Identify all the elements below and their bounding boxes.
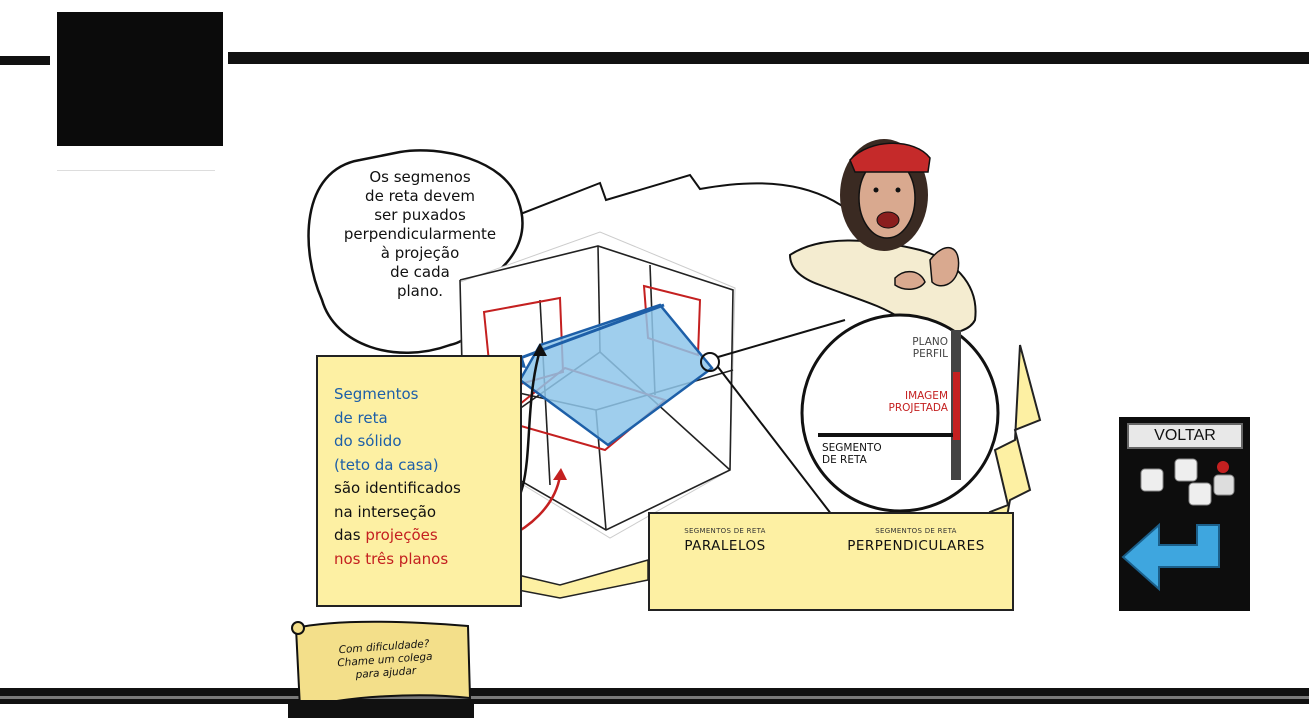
bubble-connector — [499, 173, 849, 223]
top-rule-right — [228, 52, 1309, 64]
caption-word: das — [334, 526, 361, 544]
bottom-rule-highlight — [0, 696, 1309, 699]
caption-line: nos três planos — [334, 549, 449, 568]
perpendicular-label: PERPENDICULARES — [847, 538, 985, 554]
bubble-line: ser puxados — [374, 206, 466, 224]
character-figure — [788, 139, 977, 334]
top-rule-left — [0, 56, 50, 65]
zoom-label-line: IMAGEM — [905, 390, 948, 402]
bubble-line: de reta devem — [365, 187, 475, 205]
bubble-line: à projeção — [380, 244, 460, 262]
back-arrow-icon — [1121, 458, 1235, 592]
caption-line: Segmentos — [334, 385, 419, 403]
voltar-label: VOLTAR — [1127, 423, 1243, 449]
header-logo-block — [57, 12, 223, 146]
zoom-label-line: SEGMENTO — [822, 442, 882, 454]
zoom-circle — [800, 313, 1000, 513]
caption-line: na interseção — [334, 502, 437, 521]
segmento-line — [818, 433, 953, 437]
caption-box — [316, 355, 522, 607]
imagem-projetada-bar — [953, 372, 960, 440]
zoom-label-line: DE RETA — [822, 454, 867, 466]
caption-line: são identificados — [334, 479, 461, 497]
imagem-projetada-label: IMAGEM PROJETADA — [840, 390, 949, 414]
caption-connector — [517, 559, 649, 599]
caption-line: do sólido — [334, 432, 402, 450]
plano-perfil-label: PLANO PERFIL — [880, 336, 948, 360]
speech-bubble-text: Os segmenos de reta devem ser puxados pe… — [300, 168, 540, 301]
caption-line: das projeções — [334, 524, 514, 548]
zoom-label-line: PROJETADA — [888, 402, 949, 414]
caption-line: de reta — [334, 408, 388, 427]
caption-line: (teto da casa) — [334, 455, 439, 474]
bubble-line: plano. — [396, 282, 444, 300]
perpendicular-small-label: SEGMENTOS DE RETA — [875, 527, 957, 535]
caption-red-word: projeções — [365, 526, 438, 544]
zoom-origin — [700, 352, 720, 372]
header-underline — [57, 170, 215, 171]
bubble-line: de cada — [390, 263, 450, 281]
segments-box — [648, 512, 1014, 611]
parallel-small-label: SEGMENTOS DE RETA — [684, 527, 766, 535]
voltar-button[interactable]: VOLTAR — [1119, 417, 1250, 611]
bubble-line: perpendicularmente — [343, 225, 497, 243]
parallel-label: PARALELOS — [684, 538, 766, 554]
map-mini-icon — [1140, 458, 1235, 506]
caption-text: Segmentos de reta do sólido (teto da cas… — [334, 383, 514, 571]
zoom-label-line: PLANO — [912, 336, 948, 348]
bubble-line: Os segmenos — [369, 168, 471, 186]
segmento-de-reta-label: SEGMENTO DE RETA — [822, 442, 902, 466]
zoom-label-line: PERFIL — [912, 348, 948, 360]
